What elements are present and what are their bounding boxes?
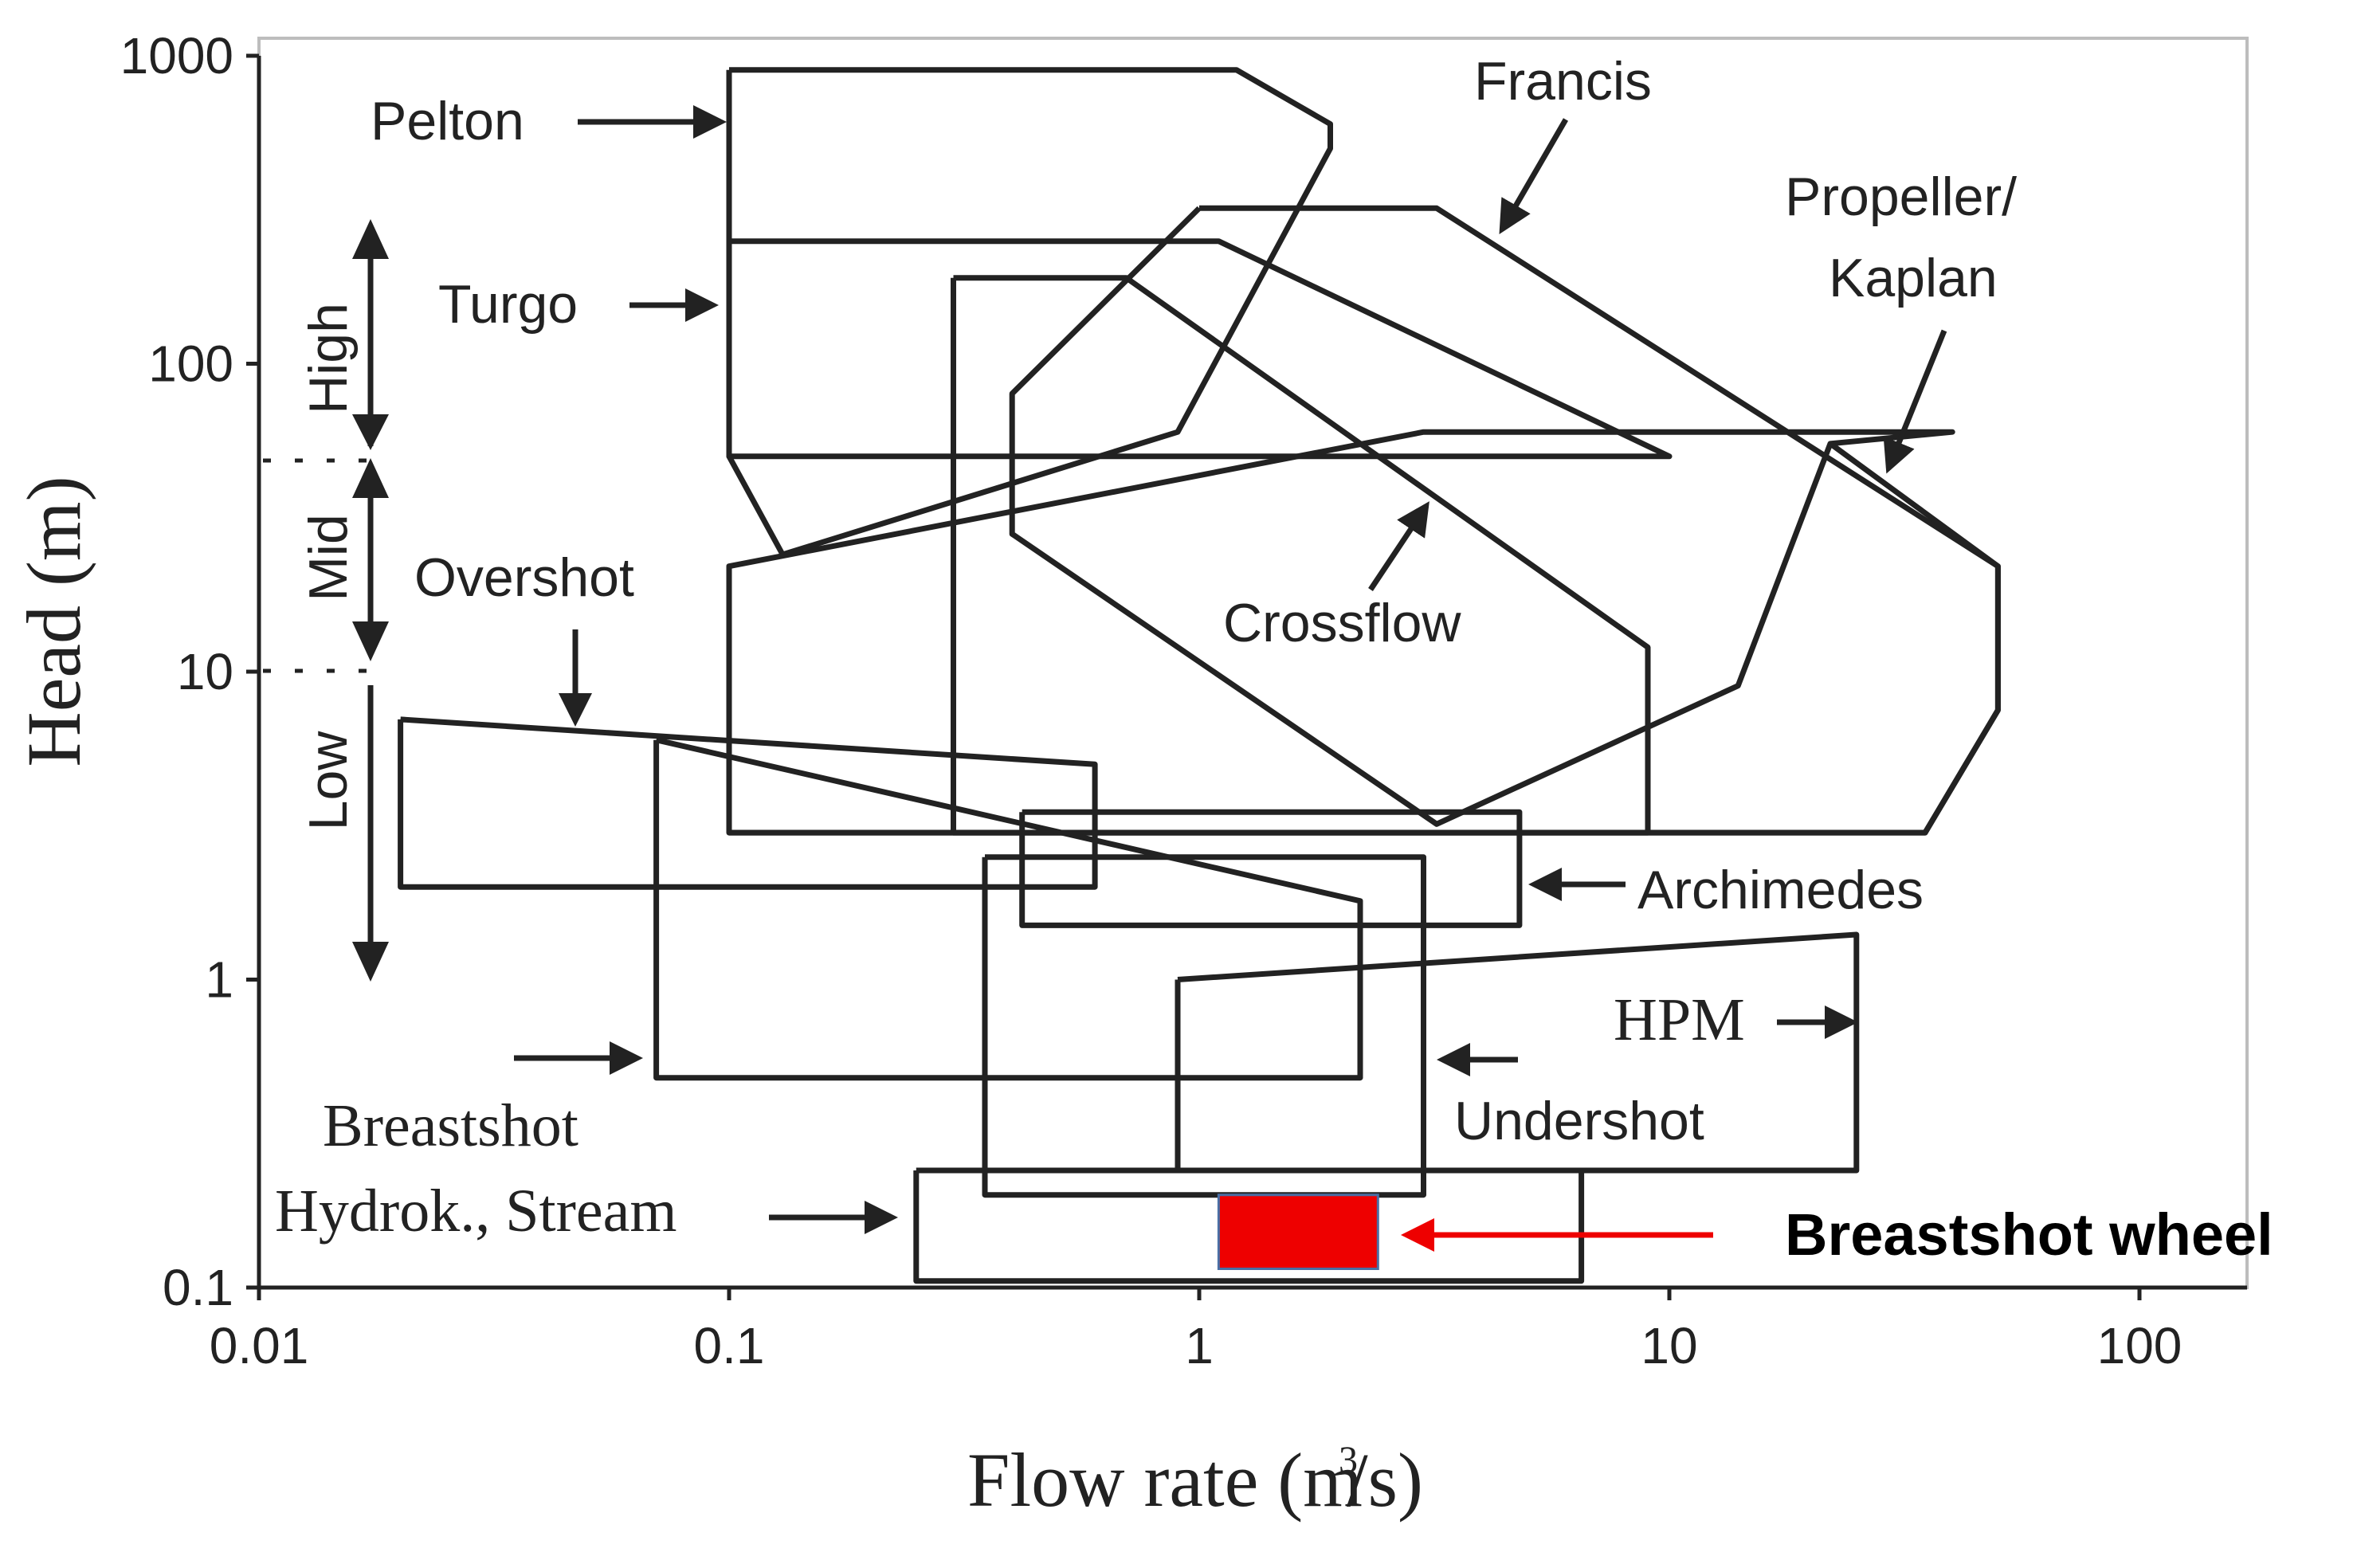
y-tick-label: 0.1 xyxy=(163,1259,233,1316)
region-hpm xyxy=(1175,931,1860,1174)
x-tick-label: 10 xyxy=(1641,1317,1697,1374)
regions xyxy=(398,67,2001,1284)
y-tick-label: 1 xyxy=(205,951,233,1009)
x-tick-label: 0.1 xyxy=(694,1317,765,1374)
range-label-low: Low xyxy=(298,731,359,831)
label-undershot: Undershot xyxy=(1454,1091,1704,1151)
region-breastshot-wheel xyxy=(1217,1194,1379,1270)
label-pelton: Pelton xyxy=(371,91,524,151)
region-overshot xyxy=(398,716,1098,890)
region-undershot xyxy=(982,854,1426,1198)
range-label-mid: Mid xyxy=(298,514,359,602)
y-tick-label: 100 xyxy=(148,335,233,393)
label-hpm: HPM xyxy=(1614,986,1745,1053)
y-tick-label: 1000 xyxy=(120,27,233,84)
label-propeller: Propeller/ xyxy=(1785,167,2017,227)
label-hydrok: Hydrok., Stream xyxy=(275,1178,677,1245)
label-francis: Francis xyxy=(1474,51,1652,112)
label-breastshot: Breastshot xyxy=(323,1092,578,1159)
series-labels: Pelton Turgo Francis Propeller/ Kaplan C… xyxy=(275,51,2273,1268)
region-archimedes xyxy=(1019,809,1523,928)
x-tick-label: 0.01 xyxy=(210,1317,309,1374)
region-hydrok-stream xyxy=(913,1167,1585,1284)
region-francis xyxy=(726,205,2001,836)
label-kaplan: Kaplan xyxy=(1829,248,1998,308)
region-turgo xyxy=(726,238,1673,460)
label-overshot: Overshot xyxy=(414,547,634,608)
region-propeller-kaplan xyxy=(729,441,2001,836)
region-crossflow xyxy=(951,275,1651,836)
label-crossflow: Crossflow xyxy=(1223,593,1461,653)
y-axis-title: Head (m) xyxy=(11,476,96,766)
region-pelton xyxy=(726,67,1333,558)
x-axis-title: Flow rate (m3/s) xyxy=(967,1437,1423,1523)
x-tick-label: 100 xyxy=(2097,1317,2182,1374)
range-label-high: High xyxy=(298,303,359,414)
region-breastshot xyxy=(653,737,1363,1081)
x-tick-label: 1 xyxy=(1185,1317,1214,1374)
label-archimedes: Archimedes xyxy=(1637,860,1924,920)
label-turgo: Turgo xyxy=(438,274,578,335)
label-breastshot-wheel: Breastshot wheel xyxy=(1785,1201,2273,1268)
head-range-indicator: High Mid Low xyxy=(263,219,389,982)
y-tick-label: 10 xyxy=(177,643,233,700)
